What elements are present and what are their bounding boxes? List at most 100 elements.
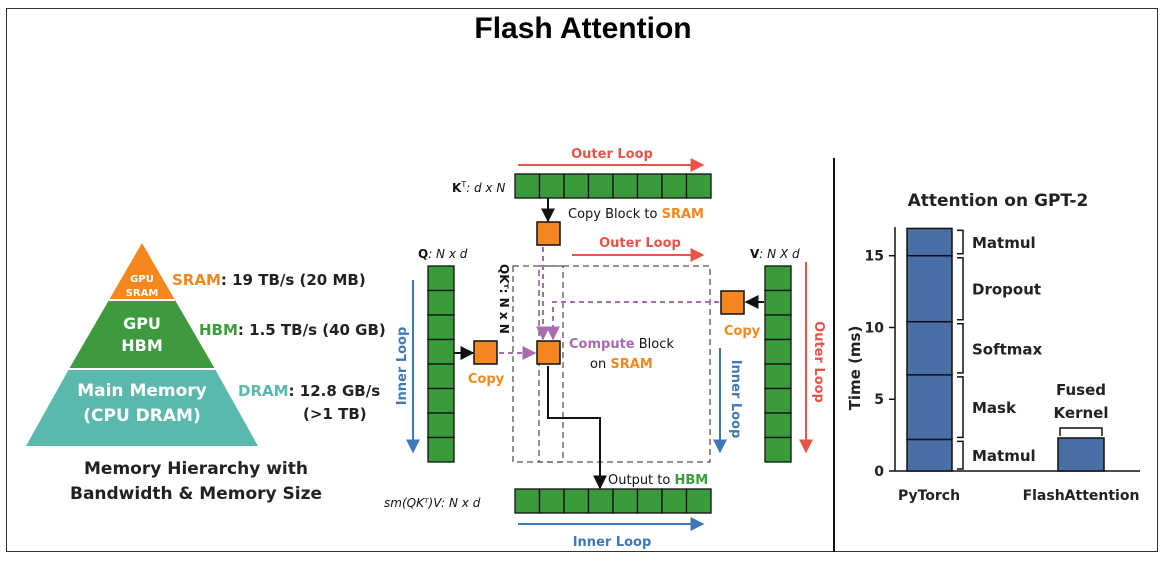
v-cell: [764, 314, 792, 341]
q-cell: [427, 314, 455, 341]
bar-segment: [906, 438, 953, 472]
q-sram-block: [473, 340, 498, 365]
kt-cell: [636, 173, 663, 199]
output-cell: [514, 488, 541, 514]
kt-cell: [563, 173, 590, 199]
kt-cell: [587, 173, 614, 199]
copy-right-label: Copy: [724, 324, 761, 339]
kt-label: KT: d x N: [452, 180, 505, 195]
segment-bracket: [957, 322, 964, 374]
qkt-region: [512, 265, 711, 463]
q-cell: [427, 338, 455, 365]
v-cell: [764, 363, 792, 390]
q-matrix: [427, 265, 455, 463]
bar-segment: [906, 254, 953, 323]
hbm-spec-label: HBM: 1.5 TB/s (40 GB): [199, 321, 386, 339]
kt-cell: [514, 173, 541, 199]
pyramid-caption-line1: Memory Hierarchy with: [84, 459, 308, 479]
output-cell: [563, 488, 590, 514]
v-cell: [764, 289, 792, 316]
segment-bracket: [957, 256, 964, 321]
pyramid-tier-sram: [109, 243, 175, 300]
inner-loop-left-label: Inner Loop: [395, 327, 410, 406]
y-tick-label: 0: [874, 464, 884, 480]
kt-sram-block: [536, 221, 561, 246]
v-cell: [764, 338, 792, 365]
hbm-tier-line2: HBM: [121, 336, 163, 355]
outer-loop-top-label: Outer Loop: [571, 147, 653, 162]
segment-label: Matmul: [972, 234, 1036, 252]
output-arrow: [547, 366, 607, 490]
v-cell: [764, 436, 792, 463]
flash-attention-diagram: KT: d x N Outer Loop Copy Block to SRAM …: [384, 147, 826, 550]
sram-spec-label: SRAM: 19 TB/s (20 MB): [172, 271, 366, 289]
q-cell: [427, 265, 455, 292]
dram-tier-line1: Main Memory: [77, 381, 207, 401]
output-matrix: [514, 488, 712, 514]
fused-kernel-label-line1: Fused: [1056, 381, 1106, 399]
hbm-tier-line1: GPU: [123, 314, 161, 333]
sram-tier-line2: SRAM: [126, 288, 159, 299]
chart-title: Attention on GPT-2: [908, 191, 1089, 211]
dram-tier-line2: (CPU DRAM): [83, 406, 200, 426]
kt-cell: [538, 173, 565, 199]
output-cell: [636, 488, 663, 514]
q-cell: [427, 436, 455, 463]
segment-label: Softmax: [972, 340, 1043, 358]
compute-label-line1: Compute Block: [569, 337, 674, 352]
bar-segment: [906, 374, 953, 441]
gpt2-attention-chart: Attention on GPT-2 Time (ms) 0 5 10 15 Matm…: [846, 191, 1140, 504]
compute-label-line2: on SRAM: [590, 357, 653, 372]
segment-bracket: [957, 376, 964, 439]
v-sram-block: [720, 290, 745, 315]
segment-label: Matmul: [972, 447, 1036, 465]
kt-cell: [612, 173, 639, 199]
figure-frame: [6, 8, 1158, 552]
v-to-compute-arrow: [546, 301, 719, 341]
inner-loop-mid-label: Inner Loop: [728, 360, 743, 439]
chart-bars: [906, 227, 1105, 472]
qkt-label: QKᵀ: N x N: [497, 264, 511, 334]
fused-kernel-label-line2: Kernel: [1054, 404, 1109, 422]
output-cell: [661, 488, 688, 514]
bar-segment: [1057, 437, 1105, 472]
kt-cell: [685, 173, 712, 199]
y-tick-label: 15: [865, 249, 884, 265]
q-cell: [427, 412, 455, 439]
dram-spec-label-line2: (>1 TB): [303, 405, 367, 423]
compute-block: [536, 340, 561, 365]
q-label: Q: N x d: [418, 247, 468, 261]
output-matrix-label: sm(QKᵀ)V: N x d: [384, 496, 481, 510]
copy-block-label: Copy Block to SRAM: [568, 207, 704, 222]
output-label: Output to HBM: [608, 473, 708, 488]
output-cell: [587, 488, 614, 514]
q-cell: [427, 363, 455, 390]
segment-label: Dropout: [972, 281, 1041, 299]
memory-pyramid: GPU SRAM GPU HBM Main Memory (CPU DRAM) …: [26, 243, 386, 504]
bar-segment: [906, 320, 953, 376]
pyramid-tier-dram: [26, 369, 258, 446]
segment-label: Mask: [972, 399, 1017, 417]
q-cell: [427, 289, 455, 316]
y-tick-label: 5: [874, 392, 884, 408]
v-cell: [764, 412, 792, 439]
bar-segment: [906, 227, 953, 257]
segment-bracket: [957, 440, 964, 470]
v-cell: [764, 265, 792, 292]
v-matrix: [764, 265, 792, 463]
x-label-flashattention: FlashAttention: [1023, 488, 1140, 504]
x-label-pytorch: PyTorch: [898, 488, 960, 504]
outer-loop-right-label: Outer Loop: [811, 321, 826, 403]
segment-bracket: [957, 229, 964, 255]
output-cell: [538, 488, 565, 514]
pyramid-tier-hbm: [69, 300, 215, 369]
copy-left-label: Copy: [468, 372, 505, 387]
figure-title: Flash Attention: [474, 12, 692, 45]
pyramid-caption-line2: Bandwidth & Memory Size: [70, 484, 322, 504]
outer-loop-mid-label: Outer Loop: [599, 236, 681, 251]
y-axis-label: Time (ms): [846, 326, 864, 411]
dram-spec-label: DRAM: 12.8 GB/s: [238, 382, 380, 400]
y-tick-label: 10: [865, 320, 885, 336]
